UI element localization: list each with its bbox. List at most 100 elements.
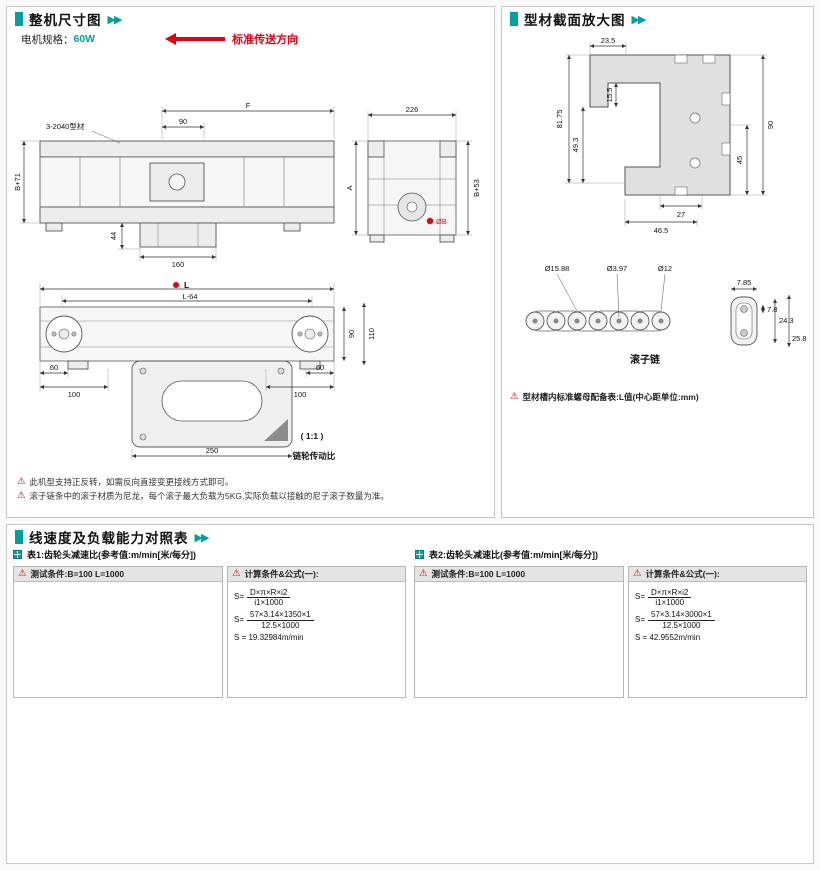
nut-note-text: 型材槽内标准螺母配备表:L值(中心距单位:mm): [522, 392, 699, 402]
dim-label: 100: [68, 390, 81, 399]
overall-dimensions-panel: 整机尺寸图 ▶▶ 电机规格： 60W 标准传送方向: [6, 6, 495, 518]
chain-side-view: 7.85 7.8 24.3 25.8: [730, 278, 807, 347]
double-arrow-icon: ▶▶: [194, 531, 210, 544]
callout-marker: [173, 282, 179, 288]
dim-label: 44: [109, 232, 118, 240]
fraction-denominator: i1×1000: [655, 598, 685, 608]
overall-panel-title: 整机尺寸图: [29, 13, 102, 28]
left-arrow-icon: [165, 33, 177, 45]
sprocket-ratio-label: 链轮传动比: [293, 451, 336, 461]
warning-icon: ⚠: [419, 567, 428, 579]
load-speed-chart-2: [415, 582, 621, 694]
roller-chain-plan: [525, 310, 671, 332]
eq-lhs: S=: [635, 592, 646, 602]
dim-label: L: [184, 280, 189, 290]
speed-panel-title: 线速度及负载能力对照表: [29, 531, 189, 546]
eq-lhs: S=: [234, 592, 245, 602]
formula-equation: S= 57×3.14×1350×1 12.5×1000: [234, 610, 399, 630]
overall-dimension-drawing: F 90 3-2040型材 B+71 44 160: [13, 101, 481, 461]
dim-label: 46.5: [654, 226, 669, 235]
fraction-denominator: 12.5×1000: [261, 620, 300, 630]
formula-title: 计算条件&公式(一):: [645, 569, 720, 579]
plan-view-dimensions: L L-64 90 110 60 100: [39, 280, 376, 461]
dim-label: 226: [406, 105, 419, 114]
dim-label: 23.5: [601, 36, 616, 45]
note-text: 滚子链条中的滚子材质为尼龙，每个滚子最大负载为5KG,实际负载以接触的尼子滚子数…: [29, 491, 389, 502]
warning-icon: ⚠: [232, 567, 241, 579]
teal-square-icon: [15, 12, 23, 26]
chain-dimensions: Ø15.88 Ø3.97 Ø12: [545, 264, 672, 318]
end-view-dimensions: 226 A B+53 ØB: [345, 105, 481, 236]
dim-label: 45: [735, 156, 744, 164]
test-condition-text: 测试条件:B=100 L=1000: [431, 569, 526, 579]
dim-label: Ø15.88: [545, 264, 570, 273]
formula-result: S = 42.9552m/min: [635, 632, 701, 642]
motor-spec-value: 60W: [73, 33, 96, 45]
chart-group-1: ⚠ 测试条件:B=100 L=1000 ⚠ 计算条件&公式(一): S=: [13, 566, 406, 698]
motor-spec-row: 电机规格： 60W 标准传送方向: [7, 29, 494, 49]
fraction-numerator: 57×3.14×1350×1: [247, 610, 314, 621]
dim-label: 100: [294, 390, 307, 399]
roller-chain-drawing: Ø15.88 Ø3.97 Ø12 7.85 7.8: [525, 264, 807, 366]
profile-panel-title: 型材截面放大图: [524, 13, 626, 28]
dim-label: 60: [316, 363, 324, 372]
fraction: D×π×R×i2 i1×1000: [247, 588, 291, 608]
roller-chain-label: 滚子链: [630, 353, 661, 366]
dim-label: ØB: [436, 217, 447, 226]
sprocket-ratio-value: ( 1:1 ): [301, 431, 324, 441]
profile-section-panel: 型材截面放大图 ▶▶ 23.5: [501, 6, 814, 518]
formula-title-bar: ⚠ 计算条件&公式(一):: [629, 567, 806, 582]
double-arrow-icon: ▶▶: [107, 13, 123, 26]
fraction-denominator: 12.5×1000: [662, 620, 701, 630]
profile-cross-section-drawing: 23.5 90 81.75 49.3 15.5 45: [555, 36, 775, 235]
warning-icon: ⚠: [17, 476, 26, 487]
dim-label: A: [345, 185, 354, 190]
fraction-numerator: 57×3.14×3000×1: [648, 610, 715, 621]
table-icon: [415, 550, 424, 559]
dim-label: 7.85: [737, 278, 752, 287]
dim-label: 81.75: [555, 110, 564, 129]
dim-label: 250: [206, 446, 219, 455]
dim-label: 90: [347, 330, 356, 338]
fraction: D×π×R×i2 i1×1000: [648, 588, 692, 608]
dim-label: 90: [179, 117, 187, 126]
speed-load-panel: 线速度及负载能力对照表 ▶▶ 表1:齿轮头减速比(参考值:m/min[米/每分]…: [6, 524, 814, 864]
test-condition-bar: ⚠ 测试条件:B=100 L=1000: [14, 567, 222, 582]
fraction-numerator: D×π×R×i2: [247, 588, 291, 599]
table2-caption: 表2:齿轮头减速比(参考值:m/min[米/每分]): [415, 547, 807, 562]
motor-spec-label: 电机规格：: [21, 33, 74, 46]
overall-panel-header: 整机尺寸图 ▶▶: [7, 7, 494, 29]
fraction-denominator: i1×1000: [254, 598, 284, 608]
dim-label: L-64: [182, 292, 197, 301]
table1-caption-text: 表1:齿轮头减速比(参考值:m/min[米/每分]): [27, 550, 196, 560]
dim-label: 90: [766, 121, 775, 129]
table2-caption-text: 表2:齿轮头减速比(参考值:m/min[米/每分]): [429, 550, 598, 560]
sprocket-ratio-mark: [264, 419, 288, 441]
fraction: 57×3.14×1350×1 12.5×1000: [247, 610, 314, 630]
table-icon: [13, 550, 22, 559]
double-arrow-icon: ▶▶: [631, 13, 647, 26]
dim-label: 15.5: [605, 88, 614, 103]
dim-label: 25.8: [792, 334, 807, 343]
dim-label: Ø12: [658, 264, 672, 273]
formula-body: S= D×π×R×i2 i1×1000 S= 57×3.14×3000×1 12…: [629, 582, 806, 647]
speed-table-block-1: 表1:齿轮头减速比(参考值:m/min[米/每分]): [13, 547, 405, 562]
dim-label: 60: [50, 363, 58, 372]
load-speed-chart-1: [14, 582, 220, 694]
arrow-bar: [175, 37, 226, 41]
speed-panel-header: 线速度及负载能力对照表 ▶▶: [7, 525, 813, 547]
dim-label: B+53: [472, 179, 481, 197]
profile-panel-header: 型材截面放大图 ▶▶: [502, 7, 813, 29]
teal-square-icon: [510, 12, 518, 26]
warning-icon: ⚠: [18, 567, 27, 579]
dim-label: 110: [367, 328, 376, 340]
dim-label: F: [246, 101, 251, 110]
formula-title: 计算条件&公式(一):: [244, 569, 319, 579]
overall-notes: ⚠ 此机型支持正反转，如需反向直接变更接线方式即可。 ⚠ 滚子链条中的滚子材质为…: [7, 472, 494, 504]
test-condition-bar: ⚠ 测试条件:B=100 L=1000: [415, 567, 623, 582]
chart-box-2: ⚠ 测试条件:B=100 L=1000: [414, 566, 624, 698]
end-view: [367, 140, 457, 243]
formula-equation: S= D×π×R×i2 i1×1000: [234, 588, 399, 607]
direction-label: 标准传送方向: [232, 34, 299, 46]
formula-box-2: ⚠ 计算条件&公式(一): S= D×π×R×i2 i1×1000: [628, 566, 807, 698]
